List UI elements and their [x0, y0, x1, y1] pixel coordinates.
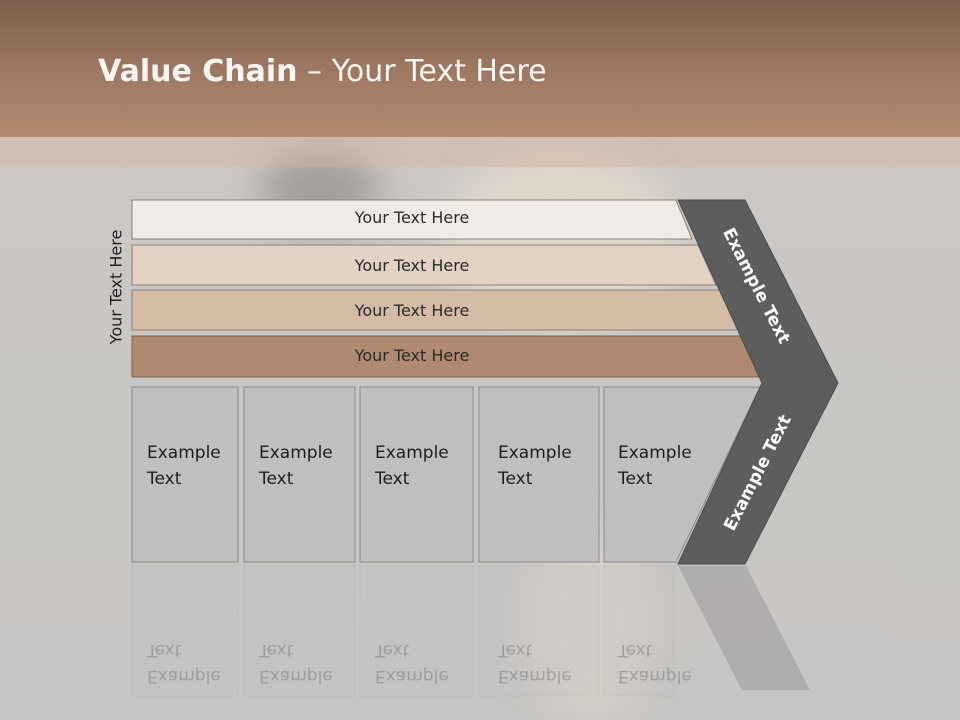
box-label-1: Example Text [147, 440, 221, 492]
box-label-5: Example Text [618, 440, 692, 492]
box-label-4: Example Text [498, 440, 572, 492]
box-label-3: Example Text [375, 440, 449, 492]
box-label-4-line2: Text [498, 469, 533, 489]
title-bold: Value Chain [98, 54, 298, 89]
refl-label-2: Example Text [259, 637, 333, 689]
box-label-2-line2: Text [259, 469, 294, 489]
refl-label-4: Example Text [498, 637, 572, 689]
refl-label-1: Example Text [147, 637, 221, 689]
bar-label-4: Your Text Here [354, 346, 470, 365]
box-reflection-4 [478, 565, 600, 697]
box-label-2-line1: Example [259, 443, 333, 463]
refl-label-2-line1: Example [259, 666, 333, 686]
bar-1 [131, 199, 693, 240]
box-label-1-line2: Text [147, 469, 182, 489]
refl-label-1-line2: Text [147, 640, 182, 660]
header-band [0, 0, 960, 137]
bar-label-2: Your Text Here [354, 256, 470, 275]
box-label-3-line1: Example [375, 443, 449, 463]
title-rest: – Your Text Here [297, 54, 547, 89]
box-3 [359, 386, 474, 563]
box-reflection-1 [131, 565, 239, 697]
chevron-reflection [678, 566, 810, 690]
box-reflection-3 [359, 565, 474, 697]
header-strip [0, 137, 960, 167]
bar-2 [131, 244, 717, 286]
refl-label-3-line2: Text [375, 640, 410, 660]
box-reflection-5 [603, 565, 675, 697]
box-label-5-line1: Example [618, 443, 692, 463]
page-title: Value Chain – Your Text Here [98, 54, 547, 89]
chevron-arrow [677, 199, 839, 565]
box-label-1-line1: Example [147, 443, 221, 463]
refl-label-3: Example Text [375, 637, 449, 689]
box-5 [603, 386, 761, 563]
refl-label-4-line1: Example [498, 666, 572, 686]
refl-label-5-line1: Example [618, 666, 692, 686]
refl-label-2-line2: Text [259, 640, 294, 660]
bar-label-1: Your Text Here [354, 208, 470, 227]
box-label-3-line2: Text [375, 469, 410, 489]
bar-label-3: Your Text Here [354, 301, 470, 320]
diagram-reflection [131, 565, 810, 697]
box-reflection-2 [243, 565, 356, 697]
box-2 [243, 386, 356, 563]
refl-label-5: Example Text [618, 637, 692, 689]
refl-label-3-line1: Example [375, 666, 449, 686]
refl-label-4-line2: Text [498, 640, 533, 660]
box-1 [131, 386, 239, 563]
refl-label-1-line1: Example [147, 666, 221, 686]
box-label-5-line2: Text [618, 469, 653, 489]
box-label-4-line1: Example [498, 443, 572, 463]
refl-label-5-line2: Text [618, 640, 653, 660]
box-label-2: Example Text [259, 440, 333, 492]
reflection-area: Example Text Example Text Example Text E… [0, 565, 960, 720]
box-4 [478, 386, 600, 563]
